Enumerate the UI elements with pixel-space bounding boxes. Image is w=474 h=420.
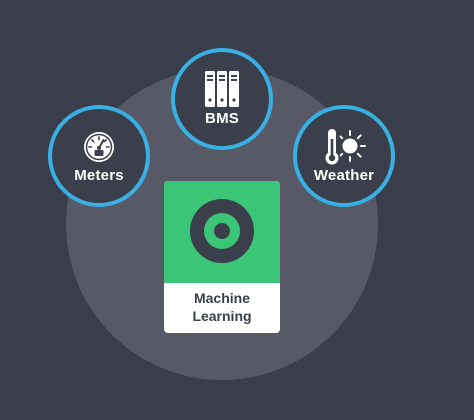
bms-node: BMS (171, 48, 273, 150)
gauge-icon (84, 132, 114, 162)
meters-label: Meters (74, 167, 124, 184)
server-racks-icon (205, 71, 239, 107)
machine-learning-label: Machine Learning (164, 289, 280, 325)
target-ring-icon (190, 199, 254, 263)
machine-learning-label-line2: Learning (192, 308, 252, 324)
weather-node: Weather (293, 105, 395, 207)
weather-label: Weather (313, 167, 375, 184)
thermometer-sun-icon (325, 129, 366, 165)
bms-label: BMS (205, 110, 239, 127)
machine-learning-card: Machine Learning (164, 181, 280, 333)
machine-learning-label-line1: Machine (193, 290, 250, 306)
machine-learning-icon-panel (164, 181, 280, 283)
meters-node: Meters (48, 105, 150, 207)
